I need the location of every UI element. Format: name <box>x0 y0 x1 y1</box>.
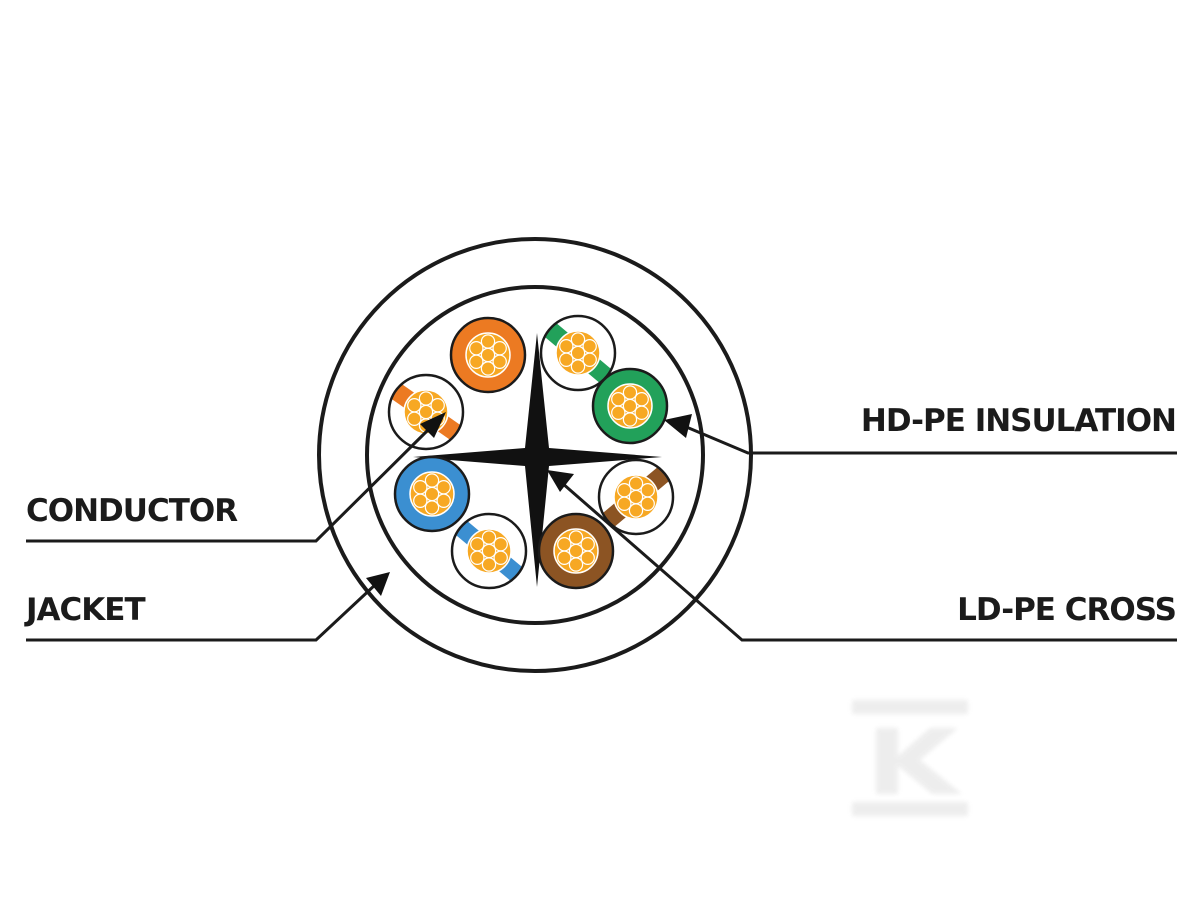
conductor-strand <box>617 483 632 498</box>
wire-orange-solid <box>449 316 527 394</box>
conductor-strand <box>622 412 638 427</box>
cross-leader-line <box>561 481 1177 642</box>
conductor-strand <box>559 339 574 354</box>
conductor-strand <box>481 530 497 545</box>
conductor-strand <box>407 398 422 413</box>
conductor-strand <box>469 354 484 369</box>
insulation-leader-line <box>683 424 1177 455</box>
jacket-ring <box>317 237 753 673</box>
conductor-strand <box>628 489 644 505</box>
conductor-strand <box>413 493 428 508</box>
conductor-strand <box>436 493 451 508</box>
ldpe-cross-separator <box>413 333 662 587</box>
conductor-strand <box>611 392 626 407</box>
conductor-strand <box>413 480 428 495</box>
logo-k-icon <box>852 700 968 816</box>
leader-lines <box>26 424 1177 642</box>
wire-brown-white-striped <box>597 458 675 536</box>
conductor-strand <box>480 334 496 349</box>
conductor-strand <box>557 550 572 565</box>
conductor-strand <box>570 359 586 374</box>
conductor-strand <box>407 411 422 426</box>
conductor-strand <box>424 500 440 515</box>
conductor-strand <box>582 339 597 354</box>
conductor-strand <box>622 385 638 400</box>
conductor-strand <box>492 354 507 369</box>
conductor-leader-line <box>26 428 430 543</box>
conductor-strand <box>640 483 655 498</box>
ldpe-cross-label: LD-PE CROSS <box>957 592 1177 628</box>
wire-blue-white-striped <box>450 512 528 590</box>
conductor-strand <box>622 398 638 414</box>
conductor-strand <box>557 537 572 552</box>
hdpe-insulation-label: HD-PE INSULATION <box>860 403 1177 439</box>
jacket-leader-line <box>26 582 378 642</box>
conductor-strand <box>493 537 508 552</box>
jacket-arrowhead <box>366 572 390 596</box>
insulation-arrowhead <box>664 414 692 438</box>
wire-orange-white-striped <box>385 373 467 451</box>
conductor-strand <box>634 392 649 407</box>
conductor-strand <box>418 391 434 406</box>
conductor-strand <box>469 341 484 356</box>
wire-blue-solid <box>393 455 471 533</box>
conductor-strand <box>492 341 507 356</box>
conductor-strand <box>470 550 485 565</box>
conductor-strand <box>570 345 586 361</box>
inner-boundary-ring <box>365 285 705 625</box>
conductor-strand <box>628 503 644 518</box>
conductor-strand <box>628 476 644 491</box>
wire-green-solid <box>591 367 669 445</box>
conductor-strand <box>580 537 595 552</box>
conductor-strand <box>480 361 496 376</box>
conductor-strand <box>481 543 497 559</box>
conductor-strand <box>436 480 451 495</box>
wire-green-white-striped <box>539 314 617 392</box>
conductor-strand <box>568 557 584 572</box>
conductor-strand <box>430 398 445 413</box>
conductor-strand <box>611 405 626 420</box>
conductor-strand <box>481 557 497 572</box>
conductor-strand <box>568 530 584 545</box>
conductor-strand <box>640 496 655 511</box>
conductor-arrowhead <box>420 412 446 438</box>
jacket-label: JACKET <box>26 592 146 628</box>
cross-arrowhead <box>547 470 574 492</box>
conductor-strand <box>493 550 508 565</box>
conductor-strand <box>559 352 574 367</box>
conductor-strand <box>582 352 597 367</box>
wire-pairs <box>385 314 675 590</box>
conductor-strand <box>480 347 496 363</box>
arrowheads <box>366 412 692 596</box>
conductor-strand <box>568 543 584 559</box>
wire-brown-solid <box>537 512 615 590</box>
conductor-strand <box>580 550 595 565</box>
conductor-strand <box>470 537 485 552</box>
conductor-strand <box>570 332 586 347</box>
conductor-label: CONDUCTOR <box>26 493 238 529</box>
conductor-strand <box>424 473 440 488</box>
conductor-strand <box>634 405 649 420</box>
conductor-strand <box>424 486 440 502</box>
conductor-strand <box>617 496 632 511</box>
conductor-strand <box>418 404 434 420</box>
